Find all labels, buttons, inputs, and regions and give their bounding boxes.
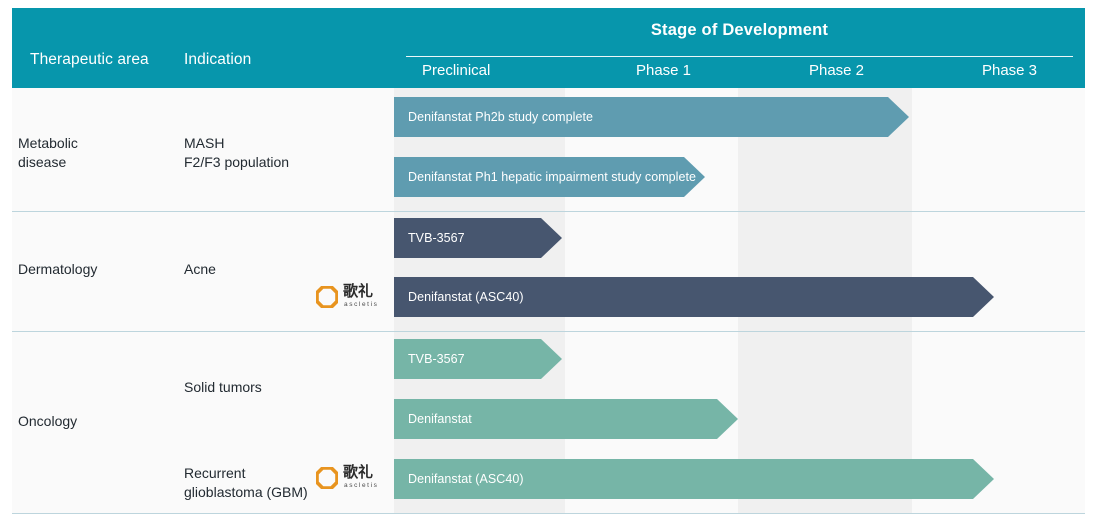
column-header-phase-3: Phase 3 (981, 62, 1038, 79)
bar-shape (394, 339, 562, 379)
program-bar-denifanstat-ph1-hepatic[interactable]: Denifanstat Ph1 hepatic impairment study… (394, 157, 705, 197)
ascletis-octagon-icon (315, 466, 339, 490)
program-bar-tvb-3567-dermatology[interactable]: TVB-3567 (394, 218, 562, 258)
indication-solid-tumors: Solid tumors (184, 379, 262, 395)
ascletis-logo-cn: 歌礼 (343, 464, 374, 481)
column-header-phase-2: Phase 2 (808, 62, 865, 79)
bar-shape (394, 399, 738, 439)
program-bar-label: Denifanstat (ASC40) (408, 472, 524, 486)
column-header-preclinical: Preclinical (422, 62, 491, 79)
therapeutic-area-metabolic: Metabolic disease (18, 135, 78, 170)
therapeutic-area-oncology: Oncology (18, 413, 78, 429)
indication-recurrent-gbm: Recurrent glioblastoma (GBM) (184, 465, 308, 500)
ascletis-logo-latin: ascletis (344, 482, 379, 489)
program-bar-denifanstat-asc40-oncology[interactable]: Denifanstat (ASC40) (394, 459, 994, 499)
program-bar-tvb-3567-oncology[interactable]: TVB-3567 (394, 339, 562, 379)
ascletis-octagon-icon (315, 285, 339, 309)
bar-shape (394, 459, 994, 499)
stage-of-development-title: Stage of Development (650, 21, 829, 39)
bar-shape (394, 277, 994, 317)
column-header-therapeutic-area: Therapeutic area (30, 51, 149, 68)
program-bar-denifanstat-oncology[interactable]: Denifanstat (394, 399, 738, 439)
bar-shape (394, 218, 562, 258)
row-divider-1 (12, 211, 1085, 212)
ascletis-logo-dermatology: 歌礼 ascletis (315, 283, 396, 313)
ascletis-logo-oncology: 歌礼 ascletis (315, 464, 396, 494)
indication-acne: Acne (184, 261, 216, 277)
indication-mash: MASH F2/F3 population (184, 135, 290, 170)
program-bar-label: TVB-3567 (408, 352, 465, 366)
ascletis-logo-latin: ascletis (344, 301, 379, 308)
column-header-phase-1: Phase 1 (635, 62, 692, 79)
program-bar-label: TVB-3567 (408, 231, 465, 245)
ascletis-logo-cn: 歌礼 (343, 283, 374, 300)
program-bar-label: Denifanstat (408, 412, 472, 426)
table-bottom-rule (12, 513, 1085, 514)
program-bar-label: Denifanstat Ph2b study complete (408, 110, 593, 124)
program-bar-denifanstat-asc40-dermatology[interactable]: Denifanstat (ASC40) (394, 277, 994, 317)
therapeutic-area-dermatology: Dermatology (18, 261, 98, 277)
program-bar-denifanstat-ph2b[interactable]: Denifanstat Ph2b study complete (394, 97, 909, 137)
bar-shape (394, 97, 909, 137)
row-divider-2 (12, 331, 1085, 332)
header-rule (406, 56, 1073, 57)
column-header-indication: Indication (184, 51, 252, 68)
program-bar-label: Denifanstat Ph1 hepatic impairment study… (408, 170, 697, 184)
bar-shape (394, 157, 705, 197)
table-header: Therapeutic area Indication Stage of Dev… (12, 8, 1085, 88)
program-bar-label: Denifanstat (ASC40) (408, 290, 524, 304)
labels-pane-background (12, 88, 394, 514)
